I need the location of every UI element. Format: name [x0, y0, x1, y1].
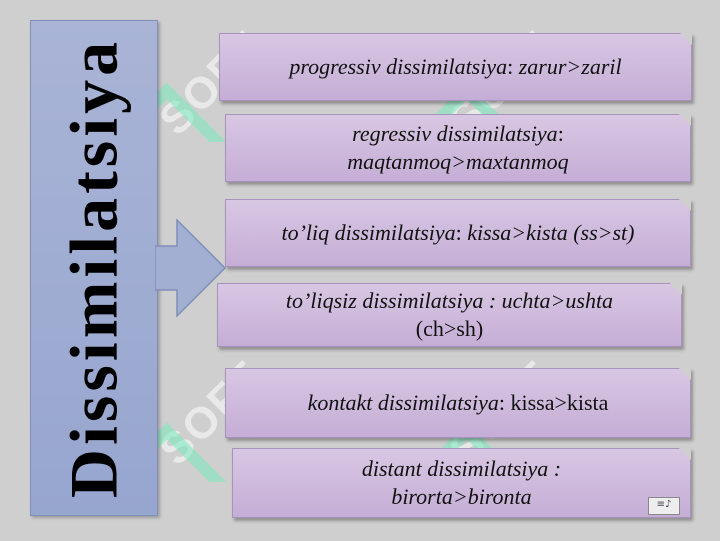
item-label: to’liqsiz dissimilatsiya : uchta>ushta — [285, 288, 614, 313]
dissimilation-item: distant dissimilatsiya :birorta>bironta … — [232, 448, 691, 518]
item-separator: : — [498, 390, 511, 415]
item-label: progressiv dissimilatsiya — [289, 54, 508, 79]
item-example: maqtanmoq>maxtanmoq — [347, 149, 569, 174]
dissimilation-item: to’liqsiz dissimilatsiya : uchta>ushta (c… — [217, 283, 682, 347]
dissimilation-item: kontakt dissimilatsiya: kissa>kista — [225, 368, 691, 438]
item-label: to’liq dissimilatsiya — [281, 220, 456, 245]
item-label: kontakt dissimilatsiya — [307, 390, 499, 415]
item-separator: : — [557, 121, 564, 146]
item-separator: : — [455, 220, 468, 245]
dissimilation-item: to’liq dissimilatsiya: kissa>kista (ss>s… — [225, 199, 691, 267]
item-label: distant dissimilatsiya : — [361, 456, 562, 481]
item-example: (ch>sh) — [415, 316, 484, 341]
arrow-right-icon — [155, 218, 227, 318]
item-example: zarur>zaril — [518, 54, 622, 79]
item-separator: : — [507, 54, 519, 79]
slide-title: Dissimilatsiya — [55, 37, 132, 499]
item-example: kissa>kista — [510, 390, 609, 415]
sound-icon[interactable]: ≡♪ — [648, 497, 680, 515]
item-label: regressiv dissimilatsiya — [352, 121, 558, 146]
dissimilation-item: progressiv dissimilatsiya: zarur>zaril — [219, 33, 692, 101]
dissimilation-item: regressiv dissimilatsiya: maqtanmoq>maxta… — [225, 114, 691, 182]
title-panel: Dissimilatsiya — [30, 20, 158, 516]
item-example: kissa>kista (ss>st) — [467, 220, 635, 245]
item-example: birorta>bironta — [391, 484, 532, 509]
